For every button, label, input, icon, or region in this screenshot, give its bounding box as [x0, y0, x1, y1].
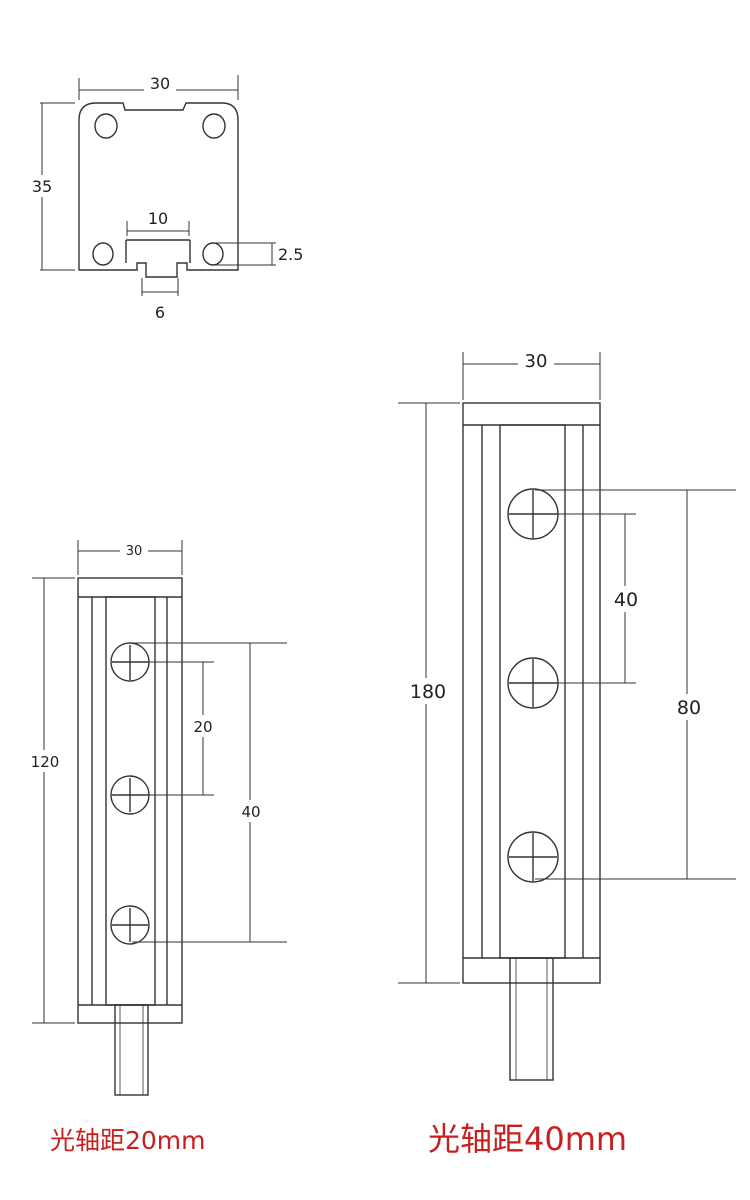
bolt-left-hole-3	[110, 905, 150, 945]
bolt-left-shaft	[114, 1004, 149, 1096]
profile-width-label: 30	[150, 74, 170, 93]
bolt-right-shaft	[509, 957, 554, 1081]
bolt-left-base	[77, 577, 183, 1024]
profile-slot-width-label: 10	[148, 209, 168, 228]
caption-20mm: 光轴距20mm	[50, 1126, 206, 1155]
profile-hole-top-right	[202, 113, 226, 139]
profile-height-label: 35	[32, 177, 52, 196]
profile-hole-bottom-left	[92, 242, 114, 266]
bolt-right	[398, 352, 736, 1081]
bolt-left-width-label: 30	[126, 544, 143, 559]
bolt-right-length-label: 180	[410, 681, 446, 703]
caption-40mm: 光轴距40mm	[428, 1120, 628, 1158]
profile-neck-width-label: 6	[155, 303, 165, 322]
bolt-left-span-label: 40	[241, 803, 260, 821]
bolt-left	[32, 540, 287, 1096]
bolt-right-pitch-label: 40	[614, 589, 638, 611]
bolt-right-width-label: 30	[525, 351, 548, 372]
bolt-left-length-label: 120	[31, 753, 60, 771]
profile-hole-bottom-right	[202, 242, 224, 266]
bolt-right-base	[462, 402, 601, 984]
bolt-right-hole-3	[507, 831, 559, 883]
bolt-right-span-label: 80	[677, 697, 701, 719]
profile-hole-top-left	[94, 113, 118, 139]
profile-outline	[78, 102, 239, 278]
profile-slot-depth-label: 2.5	[278, 245, 303, 264]
bolt-left-pitch-label: 20	[193, 718, 212, 736]
profile-view	[40, 75, 276, 296]
